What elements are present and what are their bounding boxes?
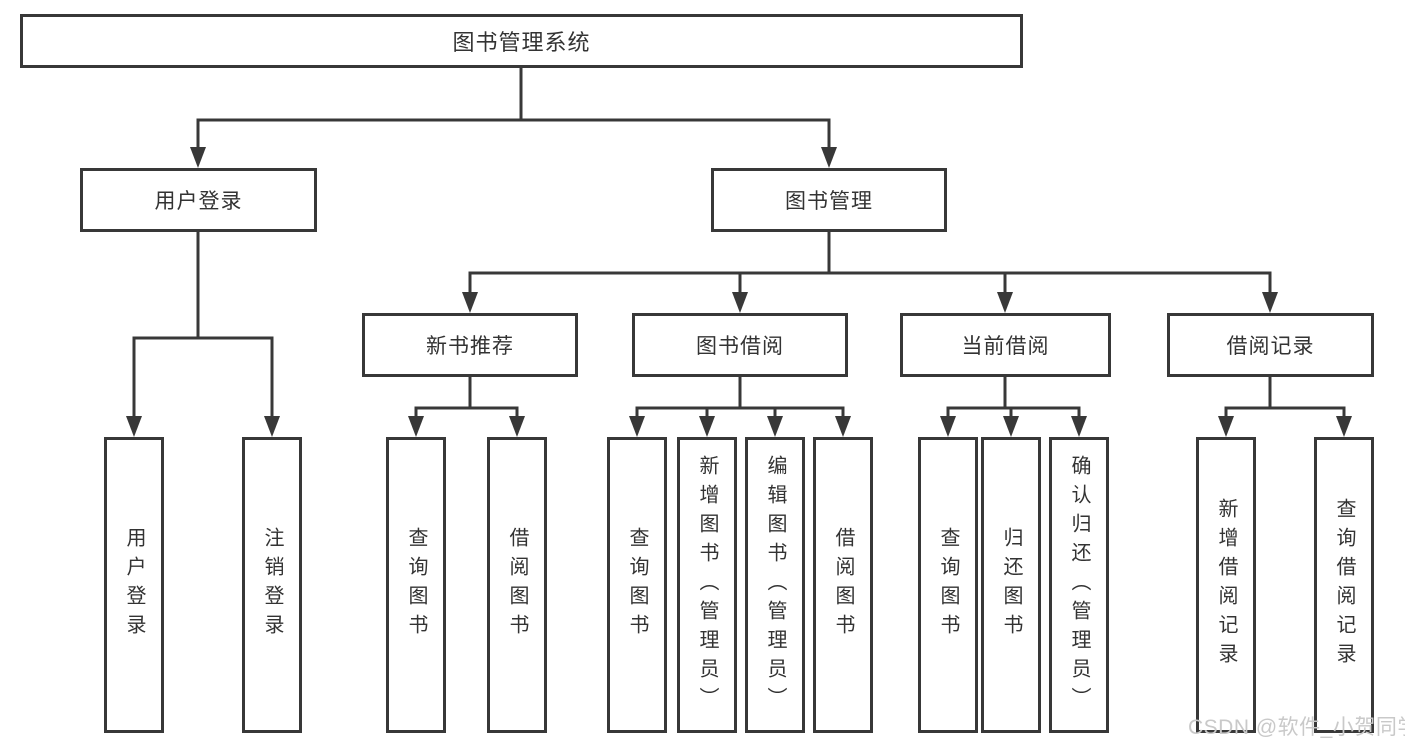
leaf-logout: 注销登录	[242, 437, 302, 733]
node-library-management-system: 图书管理系统	[20, 14, 1023, 68]
leaf-query-books-recommend: 查询图书	[386, 437, 446, 733]
node-user-login: 用户登录	[80, 168, 317, 232]
arrowhead-icon	[767, 416, 783, 437]
arrowhead-icon	[835, 416, 851, 437]
arrowhead-icon	[1336, 416, 1352, 437]
leaf-add-borrow-record: 新增借阅记录	[1196, 437, 1256, 733]
leaf-borrow-books-borrow: 借阅图书	[813, 437, 873, 733]
node-label: 图书管理系统	[452, 30, 591, 55]
arrowhead-icon	[462, 292, 478, 313]
leaf-label: 确认归还（管理员）	[1068, 454, 1090, 716]
watermark: CSDN @软件_小贺同学	[1188, 716, 1405, 739]
node-label: 借阅记录	[1226, 335, 1315, 358]
leaf-confirm-return-admin: 确认归还（管理员）	[1049, 437, 1109, 733]
node-label: 图书借阅	[696, 335, 784, 358]
leaf-add-book-admin: 新增图书（管理员）	[677, 437, 737, 733]
node-borrowing-records: 借阅记录	[1167, 313, 1374, 377]
arrowhead-icon	[509, 416, 525, 437]
arrowhead-icon	[264, 416, 280, 437]
leaf-label: 用户登录	[123, 527, 145, 643]
arrowhead-icon	[1003, 416, 1019, 437]
leaf-label: 查询借阅记录	[1333, 498, 1355, 672]
node-label: 当前借阅	[961, 335, 1050, 358]
node-label: 图书管理	[785, 190, 873, 213]
arrowhead-icon	[732, 292, 748, 313]
arrowhead-icon	[190, 147, 206, 168]
node-label: 新书推荐	[426, 335, 514, 358]
leaf-query-books-borrow: 查询图书	[607, 437, 667, 733]
leaf-label: 新增图书（管理员）	[696, 454, 718, 716]
leaf-edit-book-admin: 编辑图书（管理员）	[745, 437, 805, 733]
arrowhead-icon	[821, 147, 837, 168]
arrowhead-icon	[1262, 292, 1278, 313]
arrowhead-icon	[699, 416, 715, 437]
leaf-label: 借阅图书	[506, 527, 528, 643]
node-label: 用户登录	[154, 190, 243, 213]
leaf-label: 注销登录	[261, 527, 283, 643]
arrowhead-icon	[1071, 416, 1087, 437]
arrowhead-icon	[408, 416, 424, 437]
leaf-label: 查询图书	[405, 527, 427, 643]
leaf-query-books-current: 查询图书	[918, 437, 978, 733]
node-current-borrowing: 当前借阅	[900, 313, 1111, 377]
arrowhead-icon	[997, 292, 1013, 313]
leaf-label: 借阅图书	[832, 527, 854, 643]
leaf-user-login: 用户登录	[104, 437, 164, 733]
node-new-book-recommend: 新书推荐	[362, 313, 578, 377]
arrowhead-icon	[940, 416, 956, 437]
leaf-query-borrow-record: 查询借阅记录	[1314, 437, 1374, 733]
leaf-label: 查询图书	[626, 527, 648, 643]
leaf-label: 新增借阅记录	[1215, 498, 1237, 672]
leaf-label: 编辑图书（管理员）	[764, 454, 786, 716]
arrowhead-icon	[629, 416, 645, 437]
node-book-borrowing: 图书借阅	[632, 313, 848, 377]
arrowhead-icon	[1218, 416, 1234, 437]
leaf-borrow-books-recommend: 借阅图书	[487, 437, 547, 733]
leaf-label: 查询图书	[937, 527, 959, 643]
leaf-label: 归还图书	[1000, 527, 1022, 643]
leaf-return-book: 归还图书	[981, 437, 1041, 733]
arrowhead-icon	[126, 416, 142, 437]
node-book-management: 图书管理	[711, 168, 947, 232]
